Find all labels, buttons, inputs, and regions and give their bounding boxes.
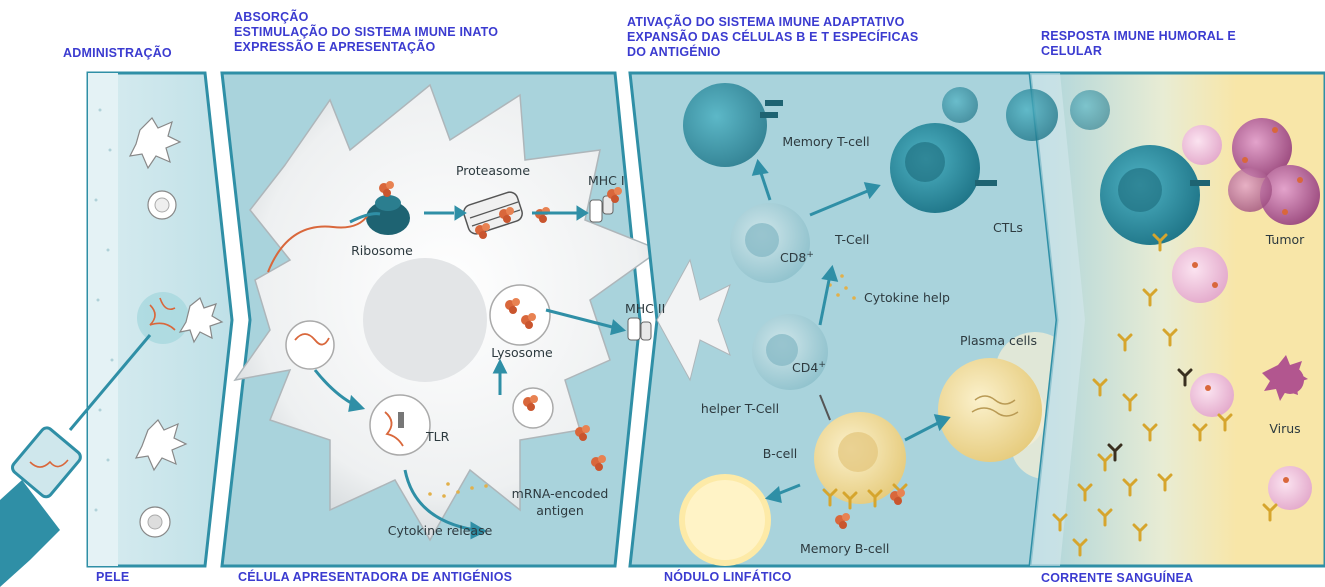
endosome-icon <box>286 321 334 369</box>
label-cytokine-release: Cytokine release <box>388 523 493 538</box>
header-absorcao-line3: EXPRESSÃO E APRESENTAÇÃO <box>234 40 498 55</box>
label-ribosome: Ribosome <box>351 243 413 258</box>
label-mhc-ii: MHC II <box>625 301 665 316</box>
label-helper-t-cell: helper T-Cell <box>701 401 779 416</box>
label-plasma-cells: Plasma cells <box>960 333 1037 348</box>
header-absorcao-line1: ABSORÇÃO <box>234 10 498 25</box>
label-cd8-text: CD8 <box>780 250 806 265</box>
header-ativacao-line2: EXPANSÃO DAS CÉLULAS B E T ESPECÍFICAS <box>627 30 918 45</box>
label-proteasome: Proteasome <box>456 163 530 178</box>
label-cytokine-help: Cytokine help <box>864 290 950 305</box>
tlr-vesicle-icon <box>370 395 430 455</box>
label-mrna-encoded: mRNA-encoded <box>512 486 609 501</box>
label-cd4-text: CD4 <box>792 360 818 375</box>
header-resposta: RESPOSTA IMUNE HUMORAL E CELULAR <box>1041 29 1236 59</box>
lysosome-icon <box>490 285 550 345</box>
footer-nodulo: NÓDULO LINFÁTICO <box>664 570 792 585</box>
footer-celula: CÉLULA APRESENTADORA DE ANTIGÉNIOS <box>238 570 512 585</box>
header-administracao: ADMINISTRAÇÃO <box>63 46 172 61</box>
round-cell-icon <box>140 507 170 537</box>
mhc-ii-icon <box>628 318 651 340</box>
header-resposta-line2: CELULAR <box>1041 44 1236 59</box>
apc-nucleus <box>363 258 487 382</box>
header-absorcao-line2: ESTIMULAÇÃO DO SISTEMA IMUNE INATO <box>234 25 498 40</box>
label-virus: Virus <box>1269 421 1300 436</box>
label-antigen: antigen <box>536 503 584 518</box>
label-cd8-sup: + <box>806 250 814 260</box>
vesicle-icon <box>513 388 553 428</box>
header-resposta-line1: RESPOSTA IMUNE HUMORAL E <box>1041 29 1236 44</box>
header-ativacao: ATIVAÇÃO DO SISTEMA IMUNE ADAPTATIVO EXP… <box>627 15 918 60</box>
footer-pele: PELE <box>96 570 129 585</box>
label-tlr: TLR <box>425 429 450 444</box>
label-lysosome: Lysosome <box>491 345 553 360</box>
label-t-cell: T-Cell <box>834 232 869 247</box>
header-absorcao: ABSORÇÃO ESTIMULAÇÃO DO SISTEMA IMUNE IN… <box>234 10 498 55</box>
label-mhc-i: MHC I <box>588 173 625 188</box>
label-ctls: CTLs <box>993 220 1023 235</box>
round-cell-icon <box>148 191 176 219</box>
label-b-cell: B-cell <box>763 446 798 461</box>
memory-b-cell-icon <box>679 474 771 566</box>
header-ativacao-line3: DO ANTIGÉNIO <box>627 45 918 60</box>
header-ativacao-line1: ATIVAÇÃO DO SISTEMA IMUNE ADAPTATIVO <box>627 15 918 30</box>
label-cd4-sup: + <box>818 360 826 370</box>
cd4-t-cell-icon <box>752 314 828 390</box>
label-memory-b-cell: Memory B-cell <box>800 541 889 556</box>
skin-panel <box>0 73 232 587</box>
cd8-t-cell-icon <box>730 203 810 283</box>
footer-corrente: CORRENTE SANGUÍNEA <box>1041 571 1193 586</box>
label-memory-t-cell: Memory T-cell <box>782 134 869 149</box>
label-tumor: Tumor <box>1265 232 1305 247</box>
